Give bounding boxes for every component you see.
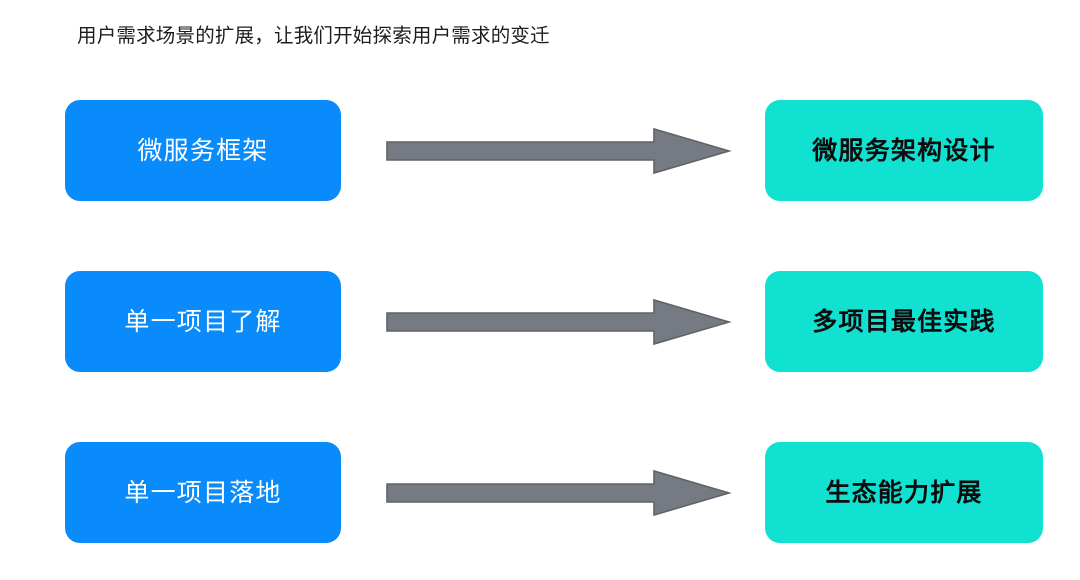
target-node-label: 生态能力扩展 [825, 478, 983, 507]
flow-row: 单一项目落地 生态能力扩展 [0, 442, 1080, 543]
arrow-right-icon-2 [386, 469, 732, 517]
target-node-0[interactable]: 微服务架构设计 [765, 100, 1043, 201]
target-node-label: 微服务架构设计 [812, 136, 996, 165]
source-node-label: 单一项目了解 [124, 307, 282, 336]
source-node-label: 微服务框架 [137, 136, 269, 165]
arrow-right-icon-1 [386, 298, 732, 346]
page-title: 用户需求场景的扩展，让我们开始探索用户需求的变迁 [77, 25, 550, 47]
flow-row: 单一项目了解 多项目最佳实践 [0, 271, 1080, 372]
target-node-2[interactable]: 生态能力扩展 [765, 442, 1043, 543]
target-node-label: 多项目最佳实践 [812, 307, 996, 336]
source-node-label: 单一项目落地 [124, 478, 282, 507]
arrow-right-icon-0 [386, 127, 732, 175]
source-node-1[interactable]: 单一项目了解 [65, 271, 341, 372]
source-node-2[interactable]: 单一项目落地 [65, 442, 341, 543]
target-node-1[interactable]: 多项目最佳实践 [765, 271, 1043, 372]
source-node-0[interactable]: 微服务框架 [65, 100, 341, 201]
flow-row: 微服务框架 微服务架构设计 [0, 100, 1080, 201]
